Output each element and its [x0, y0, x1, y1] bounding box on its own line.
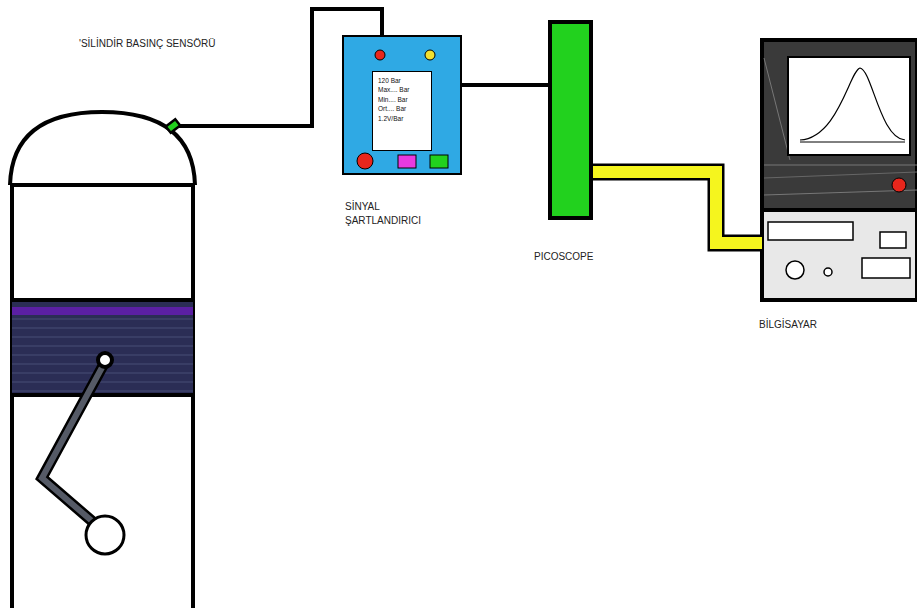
engine-cylinder — [10, 112, 195, 608]
computer-body — [764, 172, 917, 178]
display-reading: Ort.... Bar — [378, 104, 426, 113]
device-label: 'SİLİNDİR BASINÇ SENSÖRÜ — [79, 37, 215, 51]
computer-body — [768, 222, 853, 240]
computer-body — [786, 261, 804, 279]
piston — [12, 300, 193, 395]
signal-conditioner: 120 BarMax.... BarMin.... BarOrt.... Bar… — [342, 35, 462, 175]
device-label: BİLGİSAYAR — [759, 318, 817, 332]
computer-body — [862, 258, 910, 278]
control-button — [398, 155, 416, 168]
device-label: PICOSCOPE — [534, 250, 593, 264]
computer-body — [764, 190, 917, 195]
connecting-rod — [98, 353, 112, 367]
connecting-rod — [42, 353, 124, 554]
piston — [12, 318, 193, 395]
signal-wire — [462, 85, 548, 86]
control-button — [425, 50, 435, 60]
computer-body — [764, 58, 790, 160]
connecting-rod — [86, 516, 124, 554]
connecting-rod — [42, 362, 105, 528]
sensor-body — [166, 119, 180, 133]
piston — [12, 300, 193, 395]
cable-outline — [593, 172, 762, 243]
cable-core — [593, 172, 762, 243]
computer-body — [892, 178, 906, 192]
computer-body — [788, 57, 910, 155]
display-reading: 120 Bar — [378, 76, 426, 85]
connecting-rod — [42, 362, 105, 528]
control-button — [375, 50, 385, 60]
device-label: SİNYAL ŞARTLANDIRICI — [345, 200, 445, 227]
display-reading: 1.2V/Bar — [378, 114, 426, 123]
usb-cable — [593, 172, 762, 243]
display-reading: Min.... Bar — [378, 95, 426, 104]
wire-path — [462, 83, 548, 87]
piston — [12, 393, 193, 397]
engine-cylinder — [10, 183, 195, 187]
computer-body — [764, 165, 917, 166]
display-screen: 120 BarMax.... BarMin.... BarOrt.... Bar… — [372, 71, 432, 151]
piston — [12, 298, 193, 302]
computer-body — [880, 232, 906, 248]
engine-cylinder — [10, 112, 195, 185]
computer-body — [762, 210, 917, 300]
computer-body — [762, 40, 917, 300]
computer: BİLGİSAYAR — [762, 40, 917, 302]
computer-body — [824, 268, 832, 276]
computer-body — [800, 68, 905, 140]
display-reading: Max.... Bar — [378, 85, 426, 94]
sensor-body — [165, 119, 181, 133]
pressure-sensor: 'SİLİNDİR BASINÇ SENSÖRÜ — [165, 119, 181, 133]
piston — [12, 307, 193, 315]
control-button — [357, 153, 373, 169]
computer-body — [800, 142, 905, 143]
control-button — [430, 155, 448, 168]
computer-body — [762, 40, 917, 210]
picoscope-box: PICOSCOPE — [548, 20, 593, 220]
